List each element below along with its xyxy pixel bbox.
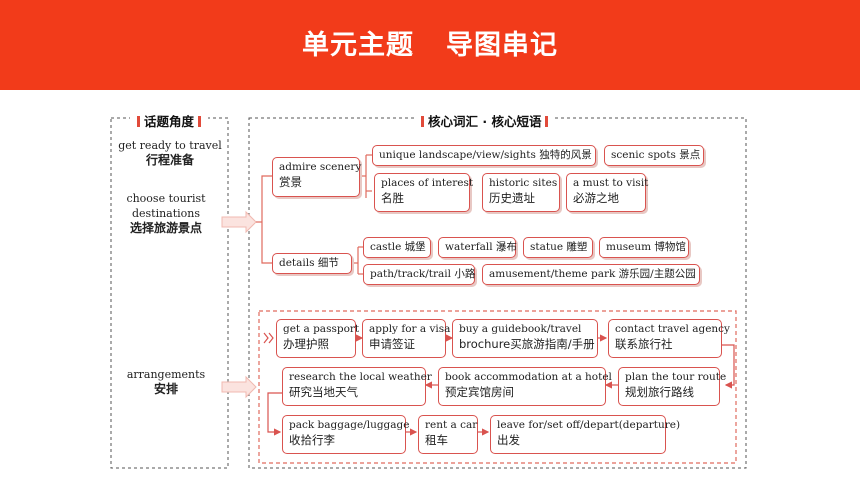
topic-choose-en-2: destinations	[131, 207, 201, 220]
topic-get-ready: get ready to travel 行程准备	[116, 138, 224, 168]
castle-box: castle 城堡	[363, 237, 431, 258]
page-title: 单元主题 导图串记	[0, 0, 860, 90]
museum-box: museum 博物馆	[599, 237, 689, 258]
details-box: details 细节	[272, 253, 352, 274]
right-section-label: 核心词汇 · 核心短语	[414, 111, 556, 130]
scenic-spots-box: scenic spots 景点	[604, 145, 704, 166]
title-right: 导图串记	[446, 30, 558, 61]
topic-get-ready-zh: 行程准备	[145, 153, 194, 167]
unique-landscape-box: unique landscape/view/sights 独特的风景	[372, 145, 596, 166]
amusement-park-box: amusement/theme park 游乐园/主题公园	[482, 264, 700, 285]
topic-choose-en-1: choose tourist	[126, 192, 206, 205]
header-banner	[0, 0, 860, 90]
topic-arrangements: arrangements 安排	[116, 367, 216, 397]
title-left: 单元主题	[302, 30, 414, 61]
path-box: path/track/trail 小路	[363, 264, 475, 285]
leave-for-box: leave for/set off/depart(departure)出发	[490, 415, 680, 454]
topic-arrangements-en: arrangements	[126, 368, 206, 381]
waterfall-box: waterfall 瀑布	[438, 237, 517, 258]
topic-get-ready-en: get ready to travel	[118, 139, 222, 152]
topic-arrangements-zh: 安排	[153, 382, 178, 396]
topic-choose-zh: 选择旅游景点	[129, 221, 202, 235]
left-section-label: 话题角度	[130, 111, 209, 130]
topic-choose-destinations: choose tourist destinations 选择旅游景点	[116, 191, 216, 236]
statue-box: statue 雕塑	[523, 237, 593, 258]
